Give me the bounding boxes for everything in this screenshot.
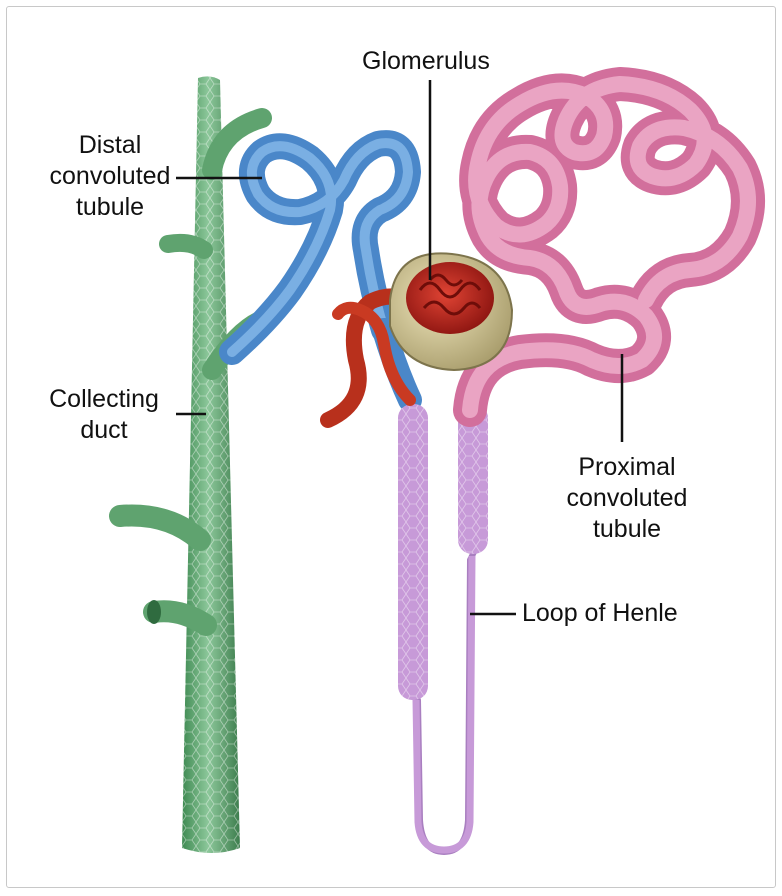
collecting-duct-label: Collecting duct — [34, 384, 174, 446]
glomerulus-label: Glomerulus — [362, 46, 490, 77]
loop-of-henle-label: Loop of Henle — [522, 598, 678, 629]
proximal-convoluted-tubule — [470, 84, 748, 410]
loop-of-henle — [398, 400, 488, 852]
proximal-convoluted-tubule-label: Proximal convoluted tubule — [548, 452, 706, 545]
glomerulus — [406, 262, 494, 334]
distal-convoluted-tubule-label: Distal convoluted tubule — [46, 130, 174, 223]
